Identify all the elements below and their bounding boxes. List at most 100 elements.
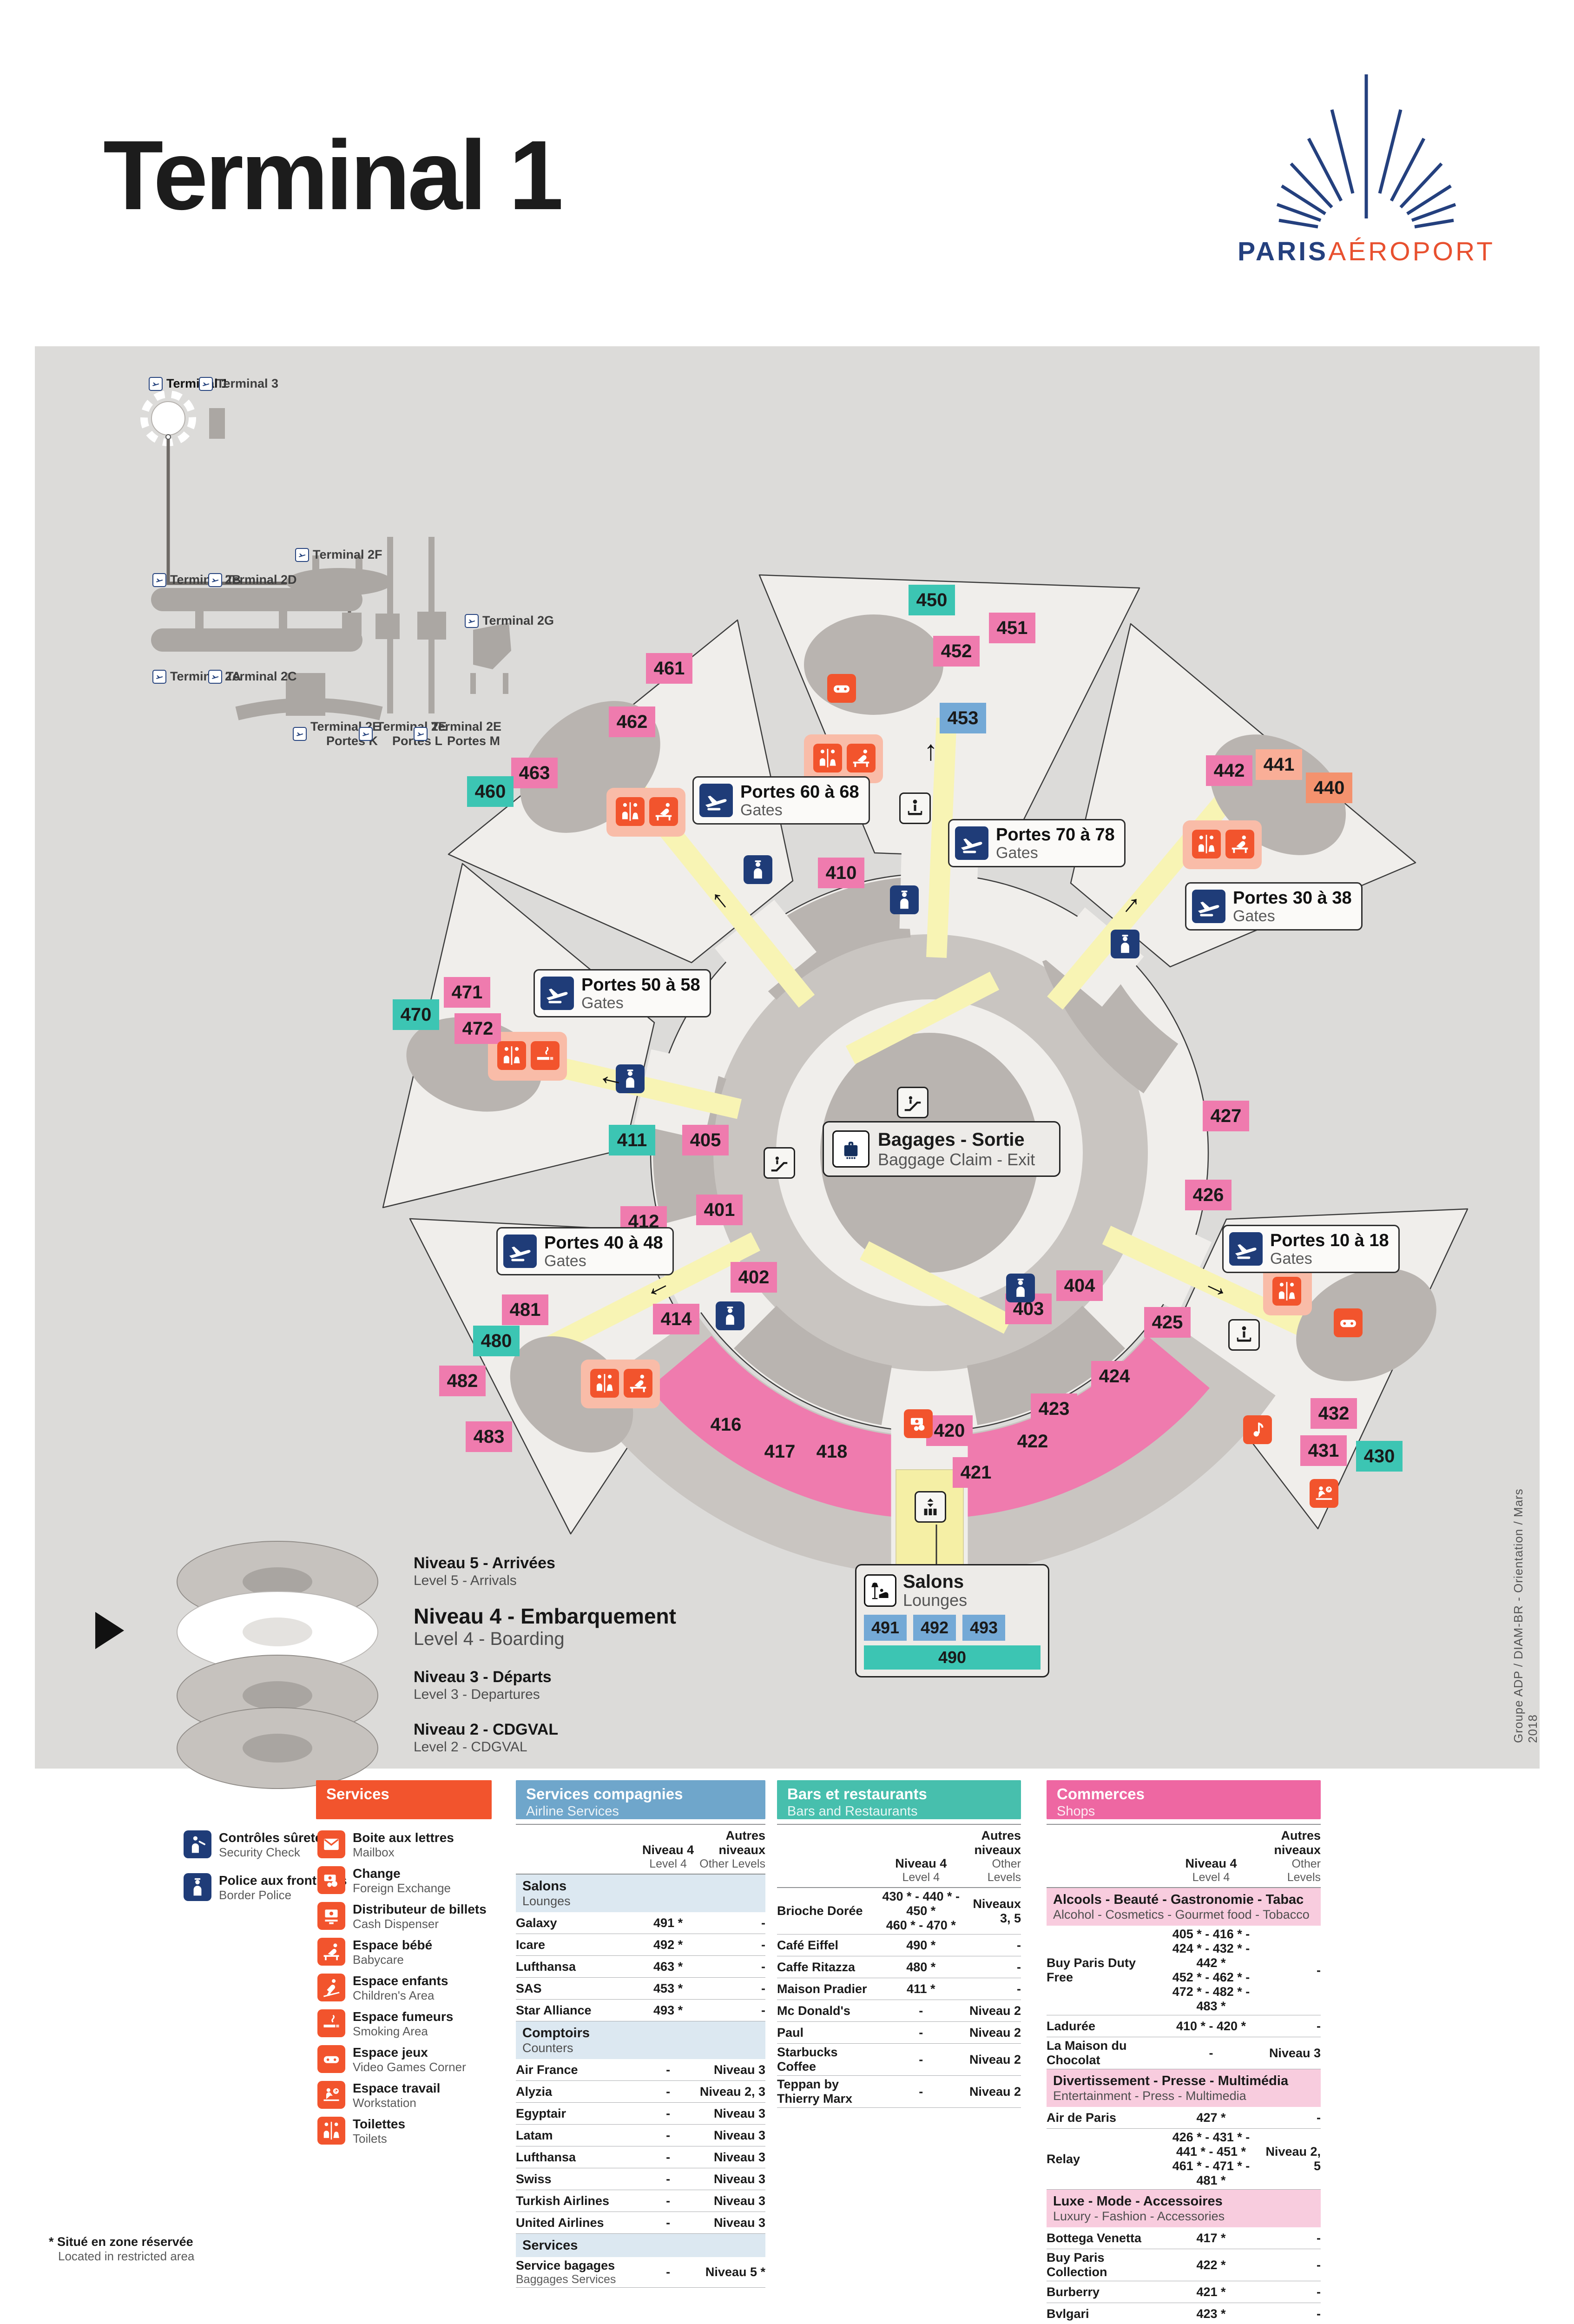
- plane-icon: [152, 669, 166, 684]
- overview-terminal-label: Terminal 2A: [152, 669, 241, 684]
- zone-number: 432: [1311, 1398, 1357, 1429]
- zone-number: 440: [1306, 772, 1352, 803]
- police-icon: [616, 1064, 645, 1093]
- babycare-icon: [847, 744, 876, 772]
- overview-terminal-label: Terminal 2B: [152, 573, 241, 587]
- zone-number: 427: [1203, 1101, 1249, 1131]
- airline-services-header: Services compagnies Airline Services: [516, 1780, 765, 1819]
- moving-walkway-icon: [899, 792, 931, 824]
- babycare-icon: [1225, 830, 1254, 858]
- overview-terminal-label: Terminal 2D: [208, 573, 297, 587]
- zone-number: 424: [1091, 1361, 1138, 1392]
- sunburst-icon: [1276, 74, 1456, 229]
- table-row: Relay 426 * - 431 * - 441 * - 451 * 461 …: [1047, 2129, 1321, 2190]
- zone-number: 402: [731, 1262, 777, 1293]
- zone-number: 418: [809, 1436, 855, 1467]
- zone-number: 426: [1185, 1180, 1232, 1210]
- zone-number: 453: [940, 703, 986, 733]
- escalator-icon: [764, 1147, 795, 1179]
- babycare-icon: [649, 797, 678, 826]
- table-row: Icare 492 * -: [516, 1934, 765, 1956]
- table-row: Teppan by Thierry Marx - Niveau 2: [777, 2076, 1021, 2108]
- toilets-icon: [1192, 830, 1221, 858]
- cash-dispenser-icon: [317, 1902, 345, 1930]
- zone-number: 481: [502, 1294, 548, 1325]
- police-icon: [744, 855, 772, 884]
- table-row: Brioche Dorée 430 * - 440 * - 450 * 460 …: [777, 1888, 1021, 1934]
- table-row: Swiss - Niveau 3: [516, 2168, 765, 2190]
- bars-header: Bars et restaurants Bars and Restaurants: [777, 1780, 1021, 1819]
- table-row: Lufthansa - Niveau 3: [516, 2146, 765, 2168]
- baggage-icon: [832, 1130, 869, 1168]
- table-row: Starbucks Coffee - Niveau 2: [777, 2044, 1021, 2076]
- table-row: Café Eiffel 490 * -: [777, 1934, 1021, 1956]
- police-icon: [890, 885, 919, 914]
- zone-number: 401: [696, 1195, 743, 1225]
- table-row: Egyptair - Niveau 3: [516, 2103, 765, 2125]
- toilets-icon: [616, 797, 645, 826]
- table-row: Mc Donald's - Niveau 2: [777, 2000, 1021, 2022]
- zone-number: 450: [909, 585, 955, 615]
- table-row: La Maison du Chocolat - Niveau 3: [1047, 2037, 1321, 2069]
- legend-airline-services: Services compagnies Airline Services Niv…: [516, 1780, 765, 2288]
- table-row: SAS 453 * -: [516, 1978, 765, 2000]
- zone-number: 410: [818, 858, 864, 888]
- overview-terminal-label: Terminal 2E Portes K: [293, 720, 381, 748]
- baggage-claim-label: Bagages - Sortie Baggage Claim - Exit: [823, 1121, 1060, 1177]
- table-row: Maison Pradier 411 * -: [777, 1978, 1021, 2000]
- workstation-icon: [317, 2081, 345, 2109]
- zone-number: 472: [454, 1013, 501, 1044]
- toilets-icon: [317, 2117, 345, 2145]
- overview-terminal-label: Terminal 2F: [295, 548, 382, 562]
- security-check-icon: [184, 1830, 211, 1858]
- zone-number: 423: [1031, 1393, 1077, 1424]
- toilets-icon: [1272, 1277, 1301, 1306]
- games-icon: [827, 674, 856, 703]
- plane-icon: [208, 573, 222, 587]
- change-icon: [317, 1866, 345, 1894]
- change-icon: [904, 1409, 933, 1438]
- zone-number: 482: [439, 1366, 486, 1396]
- zone-number: 425: [1144, 1307, 1191, 1338]
- departures-plane-icon: [1192, 890, 1225, 923]
- zone-number: 420: [926, 1415, 973, 1446]
- babycare-icon: [624, 1369, 652, 1398]
- zone-number: 430: [1356, 1441, 1403, 1472]
- legend-bars-restaurants: Bars et restaurants Bars and Restaurants…: [777, 1780, 1021, 2108]
- departures-plane-icon: [1229, 1232, 1263, 1266]
- zone-number: 461: [646, 653, 692, 684]
- table-row: Burberry 421 * -: [1047, 2281, 1321, 2303]
- table-row: United Airlines - Niveau 3: [516, 2212, 765, 2234]
- table-row: Paul - Niveau 2: [777, 2022, 1021, 2044]
- zone-number: 416: [703, 1409, 749, 1440]
- active-level-arrow-icon: [95, 1612, 124, 1649]
- plane-icon: [295, 548, 309, 562]
- plane-icon: [359, 727, 373, 741]
- plane-icon: [199, 376, 213, 391]
- toilets-icon: [497, 1041, 526, 1070]
- border-police-icon: [184, 1873, 211, 1901]
- zone-number: 431: [1300, 1435, 1347, 1466]
- zone-number: 451: [989, 613, 1035, 643]
- page-title: Terminal 1: [103, 120, 564, 230]
- overview-terminal-label: Terminal 3: [199, 376, 278, 391]
- table-row: Caffe Ritazza 480 * -: [777, 1956, 1021, 1978]
